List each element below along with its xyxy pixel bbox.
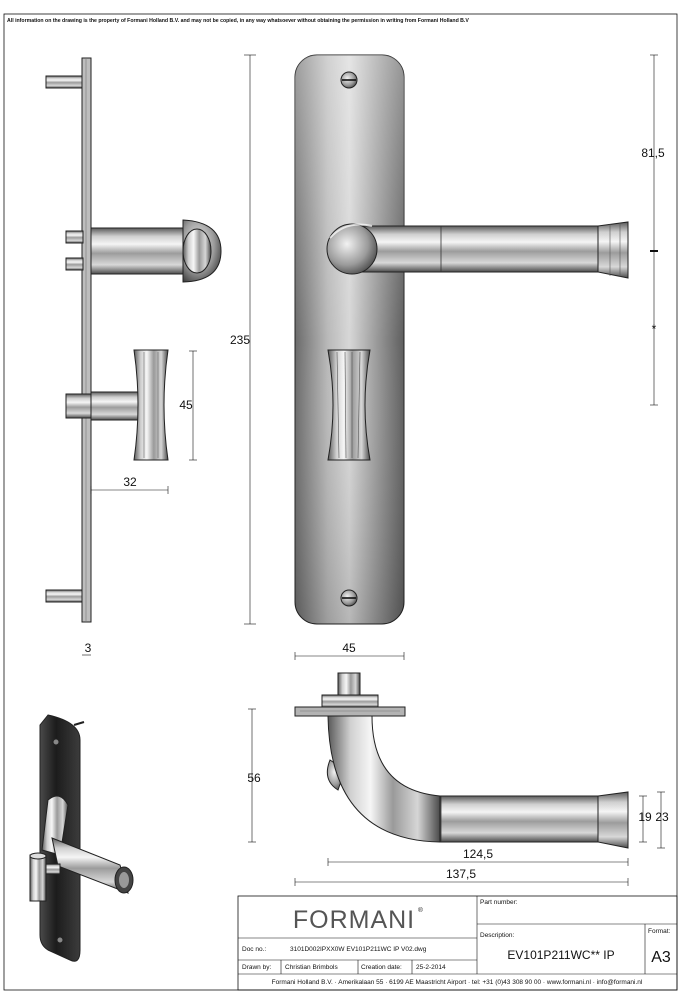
dim-handle-length-inner: 124,5 [463, 847, 493, 861]
dim-handle-projection: 56 [247, 771, 261, 785]
privacy-turn-knob [327, 349, 371, 461]
front-view [294, 54, 629, 625]
doc-no-label: Doc no.: [242, 946, 266, 953]
dimension-lines [82, 54, 665, 886]
copyright-notice: All information on the drawing is the pr… [7, 18, 469, 24]
doc-no-value: 3101D002IPXX0W EV101P211WC IP V02.dwg [290, 946, 427, 953]
plate-edge [81, 57, 92, 623]
dim-plate-width: 45 [342, 641, 356, 655]
drawn-by-label: Drawn by: [242, 964, 271, 971]
isometric-view [29, 714, 134, 962]
dim-grip-small: 19 [638, 810, 652, 824]
title-block [237, 895, 678, 991]
drawn-by-value: Christian Brimbols [285, 964, 338, 971]
dim-thickness: 3 [85, 641, 92, 655]
bottom-screw [340, 589, 358, 607]
dim-grip-large: 23 [655, 810, 669, 824]
dim-knob-height: 45 [179, 398, 193, 412]
company-footer: Formani Holland B.V. · Amerikalaan 55 · … [272, 979, 643, 986]
format-value: A3 [651, 949, 671, 966]
dim-plate-height: 235 [230, 333, 250, 347]
dim-handle-lower: * [652, 322, 657, 336]
top-screw [340, 71, 358, 89]
registered-mark: ® [418, 906, 423, 914]
dim-handle-upper: 81,5 [641, 146, 665, 160]
dim-knob-projection: 32 [123, 475, 137, 489]
dim-handle-length-outer: 137,5 [446, 867, 476, 881]
creation-date-value: 25-2-2014 [416, 964, 446, 971]
rosette-top [294, 706, 406, 717]
description-value: EV101P211WC** IP [507, 948, 614, 962]
creation-date-label: Creation date: [361, 964, 402, 971]
description-label: Description: [480, 932, 515, 939]
side-view [45, 57, 222, 623]
company-logo: FORMANI [293, 906, 415, 934]
lever-handle [326, 221, 629, 279]
format-label: Format: [648, 928, 671, 935]
part-number-label: Part number: [480, 899, 518, 906]
top-view [294, 672, 629, 849]
